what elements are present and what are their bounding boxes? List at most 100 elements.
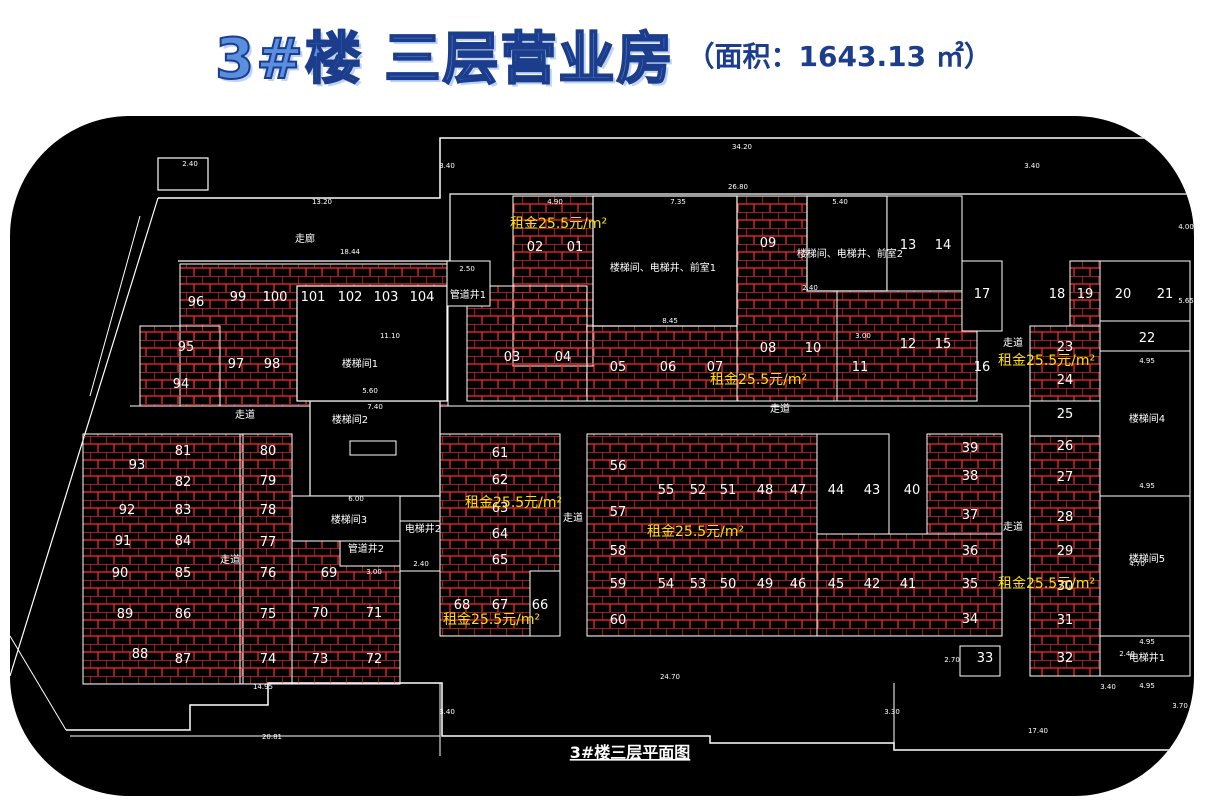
unit-label: 50 bbox=[720, 577, 737, 592]
unit-label: 61 bbox=[492, 446, 509, 461]
unit-label: 22 bbox=[1139, 331, 1156, 346]
unit-label: 60 bbox=[610, 613, 627, 628]
unit-label: 93 bbox=[129, 458, 146, 473]
unit-label: 52 bbox=[690, 483, 707, 498]
rent-label: 租金25.5元/m² bbox=[465, 495, 562, 511]
unit-label: 41 bbox=[900, 577, 917, 592]
room-label: 走道 bbox=[235, 408, 255, 421]
unit-label: 16 bbox=[974, 360, 991, 375]
room-label: 楼梯间、电梯井、前室2 bbox=[797, 247, 903, 260]
unit-label: 62 bbox=[492, 473, 509, 488]
rent-label: 租金25.5元/m² bbox=[443, 612, 540, 628]
unit-label: 04 bbox=[555, 350, 572, 365]
room-label: 走廊 bbox=[295, 232, 315, 245]
room-label: 走道 bbox=[563, 511, 583, 524]
room-label: 楼梯间1 bbox=[342, 357, 378, 370]
unit-label: 89 bbox=[117, 607, 134, 622]
unit-label: 101 bbox=[301, 290, 326, 305]
dimension-label: 6.00 bbox=[348, 495, 364, 503]
unit-label: 84 bbox=[175, 534, 192, 549]
dimension-label: 3.40 bbox=[439, 708, 455, 716]
unit-label: 88 bbox=[132, 647, 149, 662]
unit-label: 63 bbox=[492, 501, 509, 516]
unit-label: 17 bbox=[974, 287, 991, 302]
unit-label: 85 bbox=[175, 566, 192, 581]
unit-label: 82 bbox=[175, 475, 192, 490]
unit-label: 23 bbox=[1057, 340, 1074, 355]
dimension-label: 4.90 bbox=[547, 198, 563, 206]
unit-label: 03 bbox=[504, 350, 521, 365]
dimension-label: 5.65 bbox=[1178, 297, 1194, 305]
dimension-label: 4.95 bbox=[1139, 482, 1155, 490]
unit-label: 75 bbox=[260, 607, 277, 622]
unit-label: 97 bbox=[228, 357, 245, 372]
unit-label: 35 bbox=[962, 577, 979, 592]
dimension-label: 2.40 bbox=[413, 560, 429, 568]
unit-label: 39 bbox=[962, 441, 979, 456]
unit-label: 56 bbox=[610, 459, 627, 474]
dimension-label: 4.95 bbox=[1139, 682, 1155, 690]
dimension-label: 20.81 bbox=[262, 733, 282, 741]
unit-label: 06 bbox=[660, 360, 677, 375]
dimension-label: 3.40 bbox=[1024, 162, 1040, 170]
unit-label: 11 bbox=[852, 360, 869, 375]
dimension-label: 4.70 bbox=[1129, 560, 1145, 568]
room-label: 走道 bbox=[770, 402, 790, 415]
service-rooms bbox=[291, 195, 1191, 677]
unit-label: 92 bbox=[119, 503, 136, 518]
room-label: 走道 bbox=[1003, 336, 1023, 349]
dimension-label: 2.40 bbox=[802, 284, 818, 292]
unit-label: 102 bbox=[338, 290, 363, 305]
unit-label: 20 bbox=[1115, 287, 1132, 302]
unit-label: 64 bbox=[492, 527, 509, 542]
unit-label: 59 bbox=[610, 577, 627, 592]
unit-label: 73 bbox=[312, 652, 329, 667]
unit-label: 25 bbox=[1057, 407, 1074, 422]
unit-label: 70 bbox=[312, 606, 329, 621]
room-label: 楼梯间3 bbox=[331, 513, 367, 526]
dimension-label: 7.35 bbox=[670, 198, 686, 206]
room-label: 楼梯间4 bbox=[1129, 412, 1165, 425]
unit-label: 86 bbox=[175, 607, 192, 622]
dimension-label: 8.45 bbox=[662, 317, 678, 325]
unit-label: 55 bbox=[658, 483, 675, 498]
unit-label: 77 bbox=[260, 535, 277, 550]
dimension-label: 2.50 bbox=[459, 265, 475, 273]
building-outline-top bbox=[158, 137, 1190, 199]
dimension-label: 3.70 bbox=[1172, 702, 1188, 710]
unit-label: 26 bbox=[1057, 439, 1074, 454]
dimension-label: 3.30 bbox=[884, 708, 900, 716]
room-labels: 走廊楼梯间1楼梯间2楼梯间3楼梯间4楼梯间5电梯井1电梯井2管道井1管道井2楼梯… bbox=[220, 232, 1165, 664]
room-label: 楼梯间2 bbox=[332, 413, 368, 426]
room-label: 楼梯间5 bbox=[1129, 552, 1165, 565]
room-label: 走道 bbox=[220, 553, 240, 566]
unit-label: 100 bbox=[263, 290, 288, 305]
dimension-label: 4.00 bbox=[1178, 223, 1194, 231]
dimension-label: 3.00 bbox=[855, 332, 871, 340]
unit-label: 65 bbox=[492, 553, 509, 568]
unit-label: 38 bbox=[962, 469, 979, 484]
rent-label: 租金25.5元/m² bbox=[998, 576, 1095, 592]
unit-label: 51 bbox=[720, 483, 737, 498]
dimension-label: 4.95 bbox=[1139, 638, 1155, 646]
unit-label: 12 bbox=[900, 337, 917, 352]
unit-label: 71 bbox=[366, 606, 383, 621]
unit-label: 76 bbox=[260, 566, 277, 581]
dimension-label: 14.95 bbox=[253, 683, 273, 691]
unit-label: 99 bbox=[230, 290, 247, 305]
unit-label: 43 bbox=[864, 483, 881, 498]
unit-label: 67 bbox=[492, 598, 509, 613]
unit-label: 02 bbox=[527, 240, 544, 255]
unit-label: 31 bbox=[1057, 613, 1074, 628]
unit-label: 37 bbox=[962, 508, 979, 523]
unit-label: 54 bbox=[658, 577, 675, 592]
unit-label: 74 bbox=[260, 652, 277, 667]
unit-label: 69 bbox=[321, 566, 338, 581]
dimension-label: 13.20 bbox=[312, 198, 332, 206]
rent-label: 租金25.5元/m² bbox=[710, 372, 807, 388]
unit-label: 24 bbox=[1057, 373, 1074, 388]
unit-label: 21 bbox=[1157, 287, 1174, 302]
unit-label: 32 bbox=[1057, 651, 1074, 666]
